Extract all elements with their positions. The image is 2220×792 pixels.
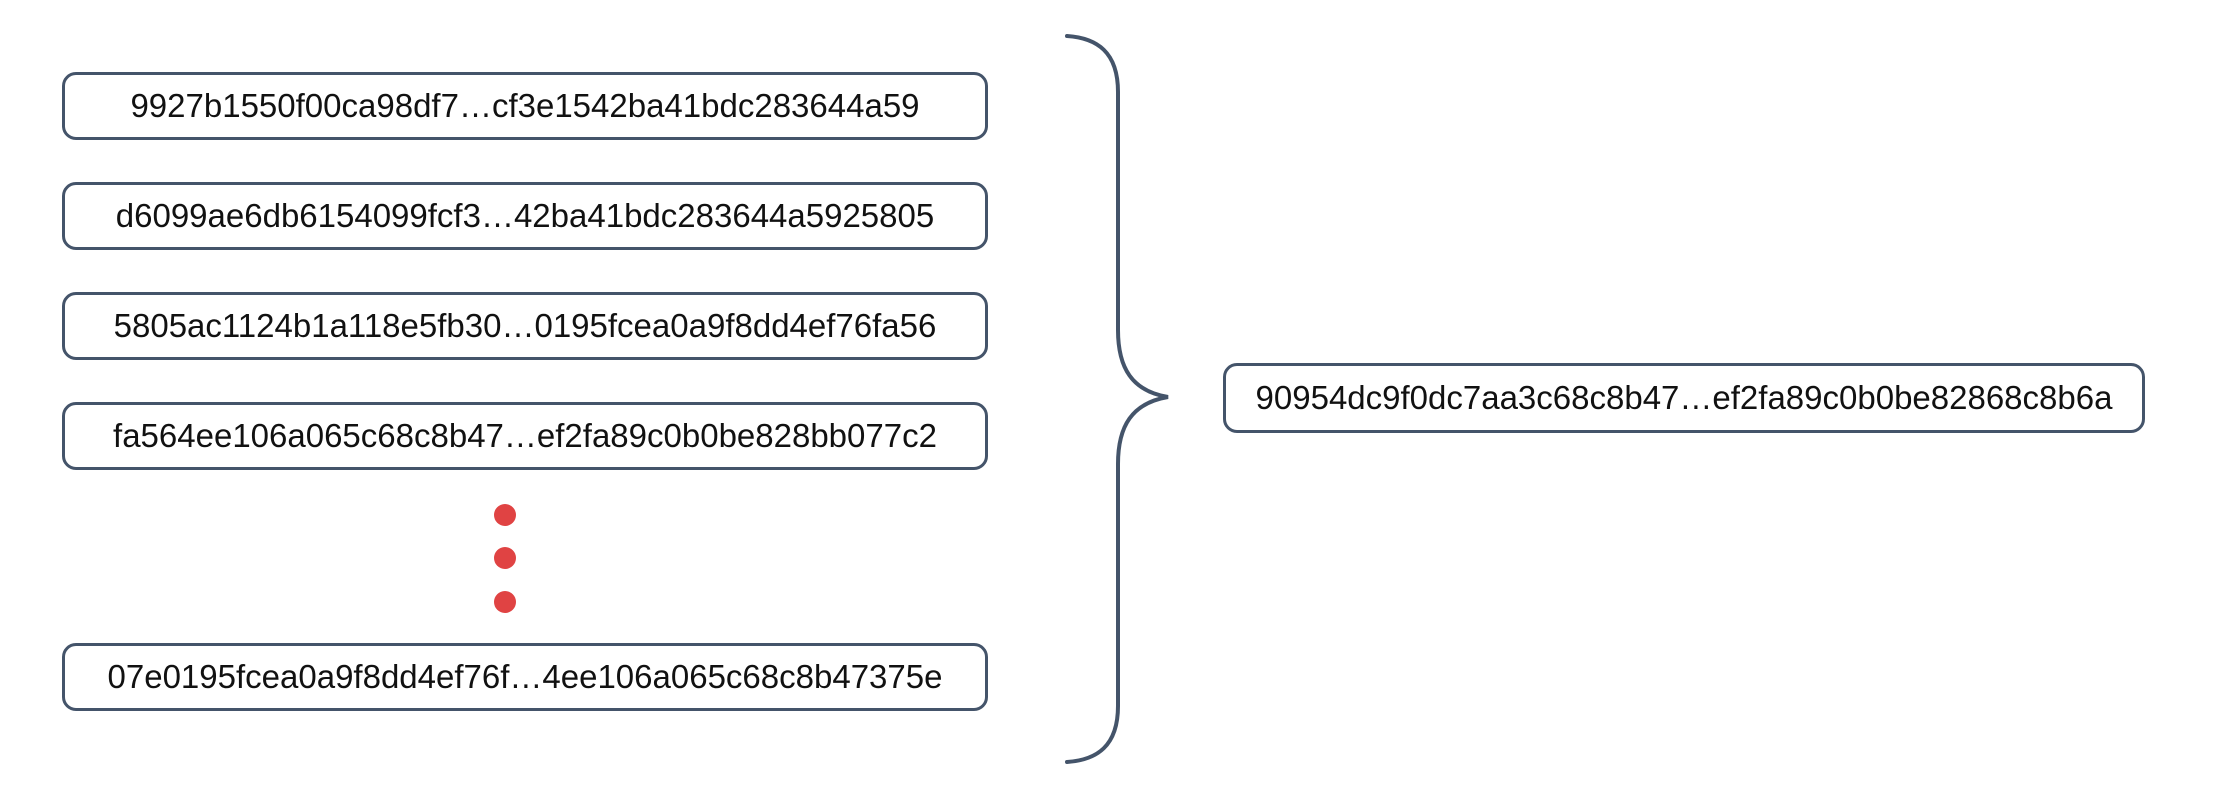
result-hash-label: 90954dc9f0dc7aa3c68c8b47…ef2fa89c0b0be82… (1255, 379, 2113, 416)
result-hash-box: 90954dc9f0dc7aa3c68c8b47…ef2fa89c0b0be82… (1223, 363, 2145, 433)
hash-box-3-label: 5805ac1124b1a118e5fb30…0195fcea0a9f8dd4e… (113, 307, 937, 344)
hash-box-3: 5805ac1124b1a118e5fb30…0195fcea0a9f8dd4e… (62, 292, 988, 360)
ellipsis-dot-1 (494, 504, 516, 526)
hash-box-4-label: fa564ee106a065c68c8b47…ef2fa89c0b0be828b… (113, 417, 937, 454)
ellipsis-dot-3 (494, 591, 516, 613)
hash-box-1-label: 9927b1550f00ca98df7…cf3e1542ba41bdc28364… (130, 87, 920, 124)
hash-box-1: 9927b1550f00ca98df7…cf3e1542ba41bdc28364… (62, 72, 988, 140)
hash-box-2-label: d6099ae6db6154099fcf3…42ba41bdc283644a59… (115, 197, 935, 234)
ellipsis-dot-2 (494, 547, 516, 569)
hash-box-2: d6099ae6db6154099fcf3…42ba41bdc283644a59… (62, 182, 988, 250)
hash-box-last-label: 07e0195fcea0a9f8dd4ef76f…4ee106a065c68c8… (107, 658, 943, 695)
hash-box-last: 07e0195fcea0a9f8dd4ef76f…4ee106a065c68c8… (62, 643, 988, 711)
curly-brace-icon (1065, 34, 1169, 764)
hash-box-4: fa564ee106a065c68c8b47…ef2fa89c0b0be828b… (62, 402, 988, 470)
